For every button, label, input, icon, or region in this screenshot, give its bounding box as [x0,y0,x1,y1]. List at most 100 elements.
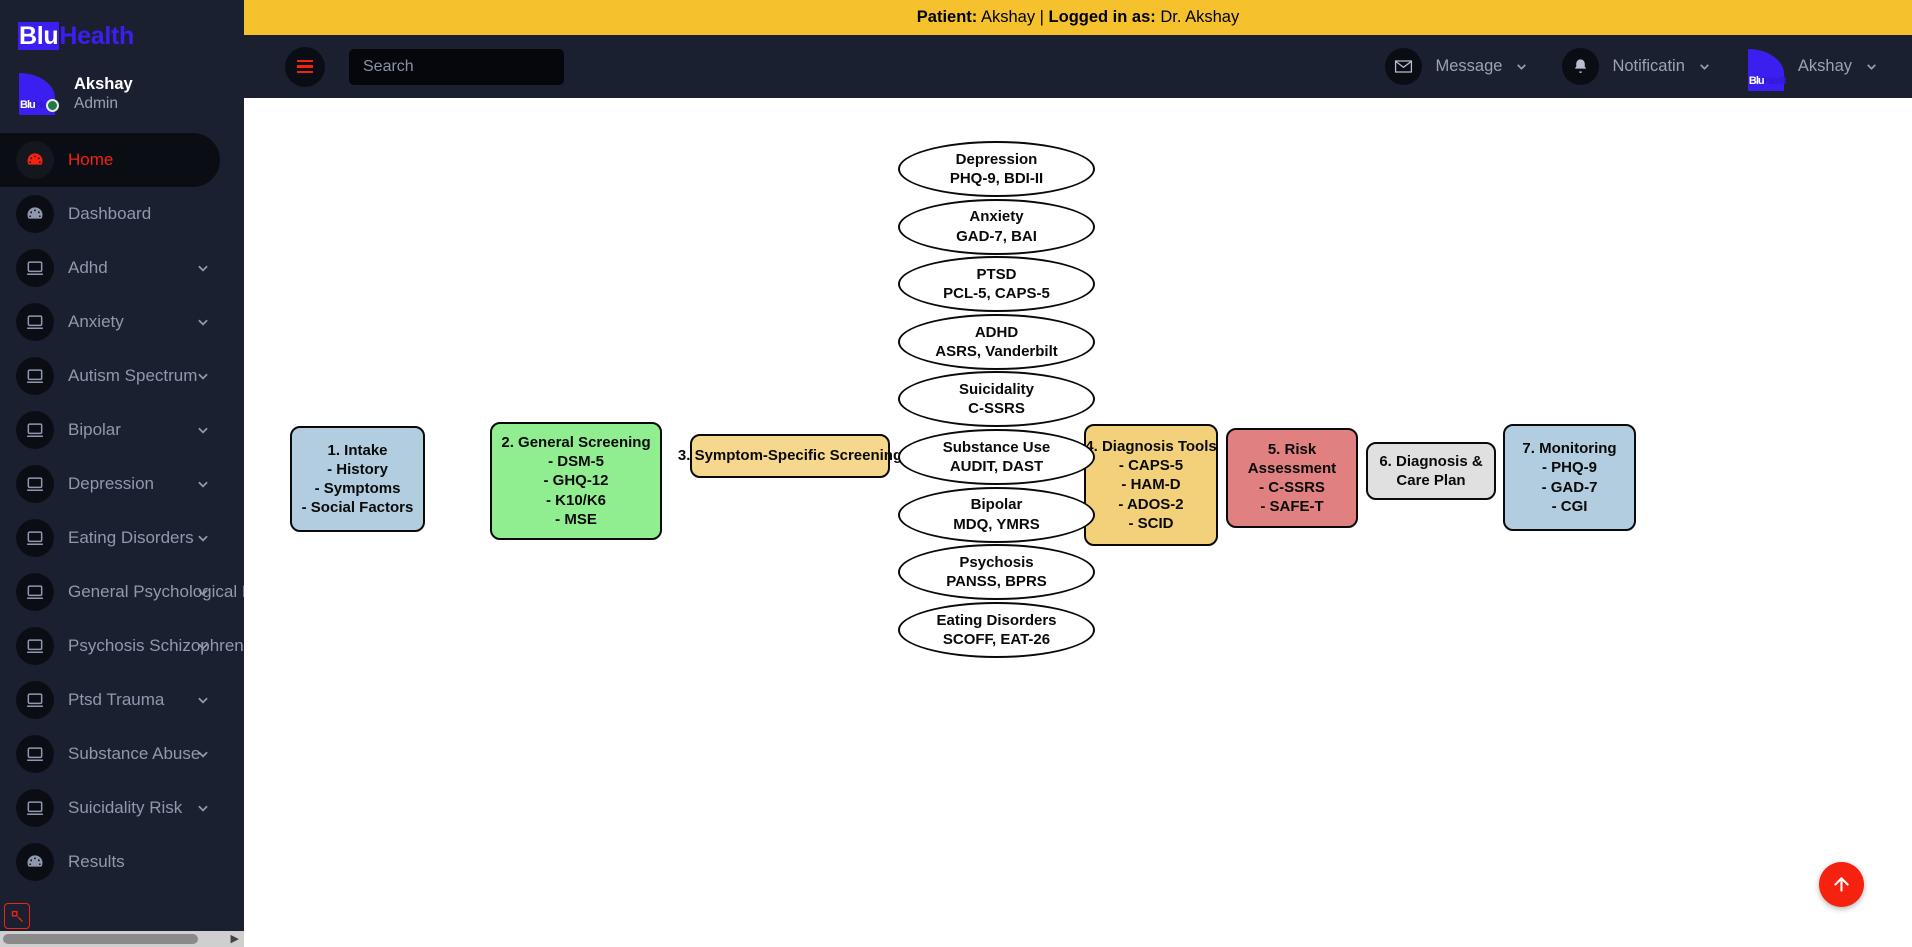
sidebar-item-general-psychological-di[interactable]: General Psychological Di [0,565,244,619]
chevron-down-icon[interactable] [196,369,210,383]
monitor-icon [16,249,54,287]
sidebar-profile[interactable]: BluHealth Akshay Admin [0,61,244,133]
flow-stage-box[interactable]: 3. Symptom-Specific Screening [678,434,902,478]
flow-screener-tools: ASRS, Vanderbilt [935,342,1058,360]
monitor-icon [16,465,54,503]
chevron-down-icon[interactable] [196,261,210,275]
search-input[interactable] [349,48,564,85]
monitor-icon [16,627,54,665]
sidebar-item-autism-spectrum[interactable]: Autism Spectrum [0,349,244,403]
sidebar-item-dashboard[interactable]: Dashboard [0,187,244,241]
flow-screener-tools: PHQ-9, BDI-II [949,170,1044,187]
chevron-down-icon[interactable] [196,693,210,707]
scrollbar-thumb[interactable] [3,934,198,944]
sidebar-item-psychosis-schizophrenia[interactable]: Psychosis Schizophrenia [0,619,244,673]
chevron-down-icon[interactable] [196,801,210,815]
brand-logo[interactable]: BluHealth [0,0,244,61]
sidebar-item-suicidality-risk[interactable]: Suicidality Risk [0,781,244,835]
scroll-right-arrow-icon[interactable]: ▶ [230,933,239,945]
sidebar-item-label: Dashboard [68,204,152,223]
flow-screener-tools: AUDIT, DAST [949,458,1044,475]
sidebar-item-substance-abuse[interactable]: Substance Abuse [0,727,244,781]
flow-stage-title: 1. Intake [327,441,388,459]
flow-stage-line: - Social Factors [301,499,414,517]
monitor-icon [16,735,54,773]
patient-label: Patient: [916,8,978,26]
sidebar-item-label: Depression [68,474,154,493]
bell-icon [1562,48,1600,85]
sidebar-item-results[interactable]: Results [0,835,244,889]
flow-stage-title: 4. Diagnosis Tools [1085,438,1217,456]
gauge-icon [16,195,54,233]
hamburger-icon[interactable] [285,46,325,87]
chevron-down-icon[interactable] [196,531,210,545]
patient-name: Akshay [977,8,1040,26]
flow-stage-box[interactable]: 6. Diagnosis & Care Plan [1366,442,1496,500]
sidebar-item-home[interactable]: Home [0,133,220,187]
scroll-to-top-button[interactable] [1819,862,1864,907]
sidebar-item-depression[interactable]: Depression [0,457,244,511]
chevron-down-icon[interactable] [1698,60,1711,73]
flow-screener-title: PTSD [976,266,1017,283]
flow-stage-title: 3. Symptom-Specific Screening [677,447,903,465]
sidebar-corner-badge [4,903,30,929]
chevron-down-icon[interactable] [196,423,210,437]
flow-screener-title: Depression [955,150,1038,168]
flow-screener-title: ADHD [974,323,1019,341]
user-menu-label: Akshay [1797,57,1852,75]
sidebar-item-label: Adhd [68,258,108,277]
flow-stage-box[interactable]: 4. Diagnosis Tools- CAPS-5- HAM-D- ADOS-… [1084,424,1218,546]
monitor-icon [16,519,54,557]
flow-stage-box[interactable]: 1. Intake- History- Symptoms- Social Fac… [290,426,425,532]
chevron-down-icon[interactable] [196,315,210,329]
message-menu[interactable]: Message [1385,48,1528,85]
flow-stage-title: 6. Diagnosis & [1379,452,1483,470]
flow-screener-ellipse[interactable]: PTSD PCL-5, CAPS-5 [898,256,1095,313]
flowchart-canvas: 1. Intake- History- Symptoms- Social Fac… [244,98,1912,947]
chevron-down-icon[interactable] [196,477,210,491]
sidebar-item-bipolar[interactable]: Bipolar [0,403,244,457]
flow-stage-line: - SCID [1128,514,1174,532]
sidebar-item-anxiety[interactable]: Anxiety [0,295,244,349]
sidebar-item-label: Anxiety [68,312,124,331]
notification-label: Notificatin [1612,57,1685,75]
flow-screener-tools: PCL-5, CAPS-5 [943,285,1050,303]
flow-stage-box[interactable]: 7. Monitoring- PHQ-9- GAD-7- CGI [1503,424,1636,531]
sidebar-item-ptsd-trauma[interactable]: Ptsd Trauma [0,673,244,727]
flow-screener-title: Suicidality [958,381,1035,399]
sidebar-item-eating-disorders[interactable]: Eating Disorders [0,511,244,565]
chevron-down-icon[interactable] [1515,60,1528,73]
flow-stage-line: - MSE [555,510,597,528]
user-menu[interactable]: BluHealth Akshay [1745,47,1878,91]
flow-stage-box[interactable]: 2. General Screening- DSM-5- GHQ-12- K10… [490,422,662,540]
flow-stage-line: - GHQ-12 [543,472,609,490]
flow-stage-line: Care Plan [1396,472,1466,489]
brand-logo-health: Health [59,22,134,50]
flow-stage-line: - GAD-7 [1541,478,1598,496]
flow-screener-title: Substance Use [942,438,1051,456]
monitor-icon [16,573,54,611]
flow-screener-tools: PANSS, BPRS [946,573,1047,591]
flow-screener-tools: C-SSRS [968,400,1025,418]
sidebar-item-label: General Psychological Di [68,582,244,601]
message-label: Message [1435,57,1503,75]
notification-menu[interactable]: Notificatin [1562,48,1710,85]
flow-screener-title: Anxiety [969,208,1024,226]
topnav-right-group: Message Notificatin BluHealth [1351,47,1878,91]
flow-stage-line: - CAPS-5 [1118,457,1184,475]
flow-screener-tools: GAD-7, BAI [956,227,1037,245]
sidebar-item-label: Results [68,852,125,871]
flow-stage-line: - K10/K6 [545,491,607,509]
chevron-down-icon[interactable] [1865,60,1878,73]
sidebar-horizontal-scrollbar[interactable]: ▶ [0,931,244,947]
sidebar-item-adhd[interactable]: Adhd [0,241,244,295]
